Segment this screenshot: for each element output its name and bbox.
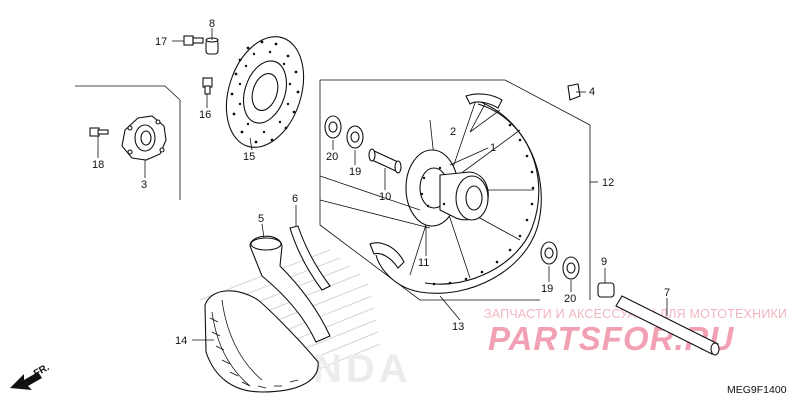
callout-14: 14 [175,335,187,347]
figure-code: MEG9F1400 [727,384,787,396]
hub-carrier [121,115,167,161]
callout-6: 6 [292,193,298,205]
spacer-10 [368,148,402,174]
carrier-frame [75,85,181,200]
collar-9 [597,282,615,298]
collar-8 [205,37,219,55]
callout-5: 5 [258,213,264,225]
callout-9: 9 [601,256,607,268]
callout-1: 1 [490,142,496,154]
tire-14 [204,290,319,393]
rim-band-lower [369,242,405,269]
valve-cap-4 [567,83,581,101]
bearing-20-left [324,115,342,139]
callout-19-left: 19 [349,166,361,178]
brake-disc-15 [225,36,305,148]
leader-lines [97,28,668,341]
axle-7 [615,295,720,356]
callout-16: 16 [199,109,211,121]
bolt-18 [89,127,109,137]
callout-13: 13 [452,321,464,333]
fr-label: FR. [32,362,52,380]
callout-10: 10 [379,191,391,203]
callout-20-left: 20 [326,151,338,163]
front-direction-indicator: FR. [10,362,52,390]
hub-11 [405,149,489,227]
bearing-19-right [540,241,558,265]
callout-8: 8 [209,18,215,30]
rim-band-2 [465,93,503,109]
wheel-assembly-frame [319,79,591,301]
callout-2: 2 [450,126,456,138]
rim-band-6 [289,225,331,291]
bolt-16 [202,77,213,95]
bearing-19-left [346,125,364,149]
bearing-20-right [562,256,580,280]
callout-12: 12 [602,177,614,189]
callout-7: 7 [664,287,670,299]
callout-20-right: 20 [564,293,576,305]
bolt-17 [183,35,204,46]
callout-19-right: 19 [541,283,553,295]
callout-17: 17 [155,36,167,48]
callout-18: 18 [92,159,104,171]
callout-3: 3 [141,179,147,191]
callout-15: 15 [243,151,255,163]
callout-4: 4 [589,86,595,98]
tube-5 [249,235,331,343]
callout-labels: 1 2 3 4 5 6 7 8 9 10 11 12 13 14 15 16 1… [92,18,670,347]
callout-11: 11 [418,257,429,269]
